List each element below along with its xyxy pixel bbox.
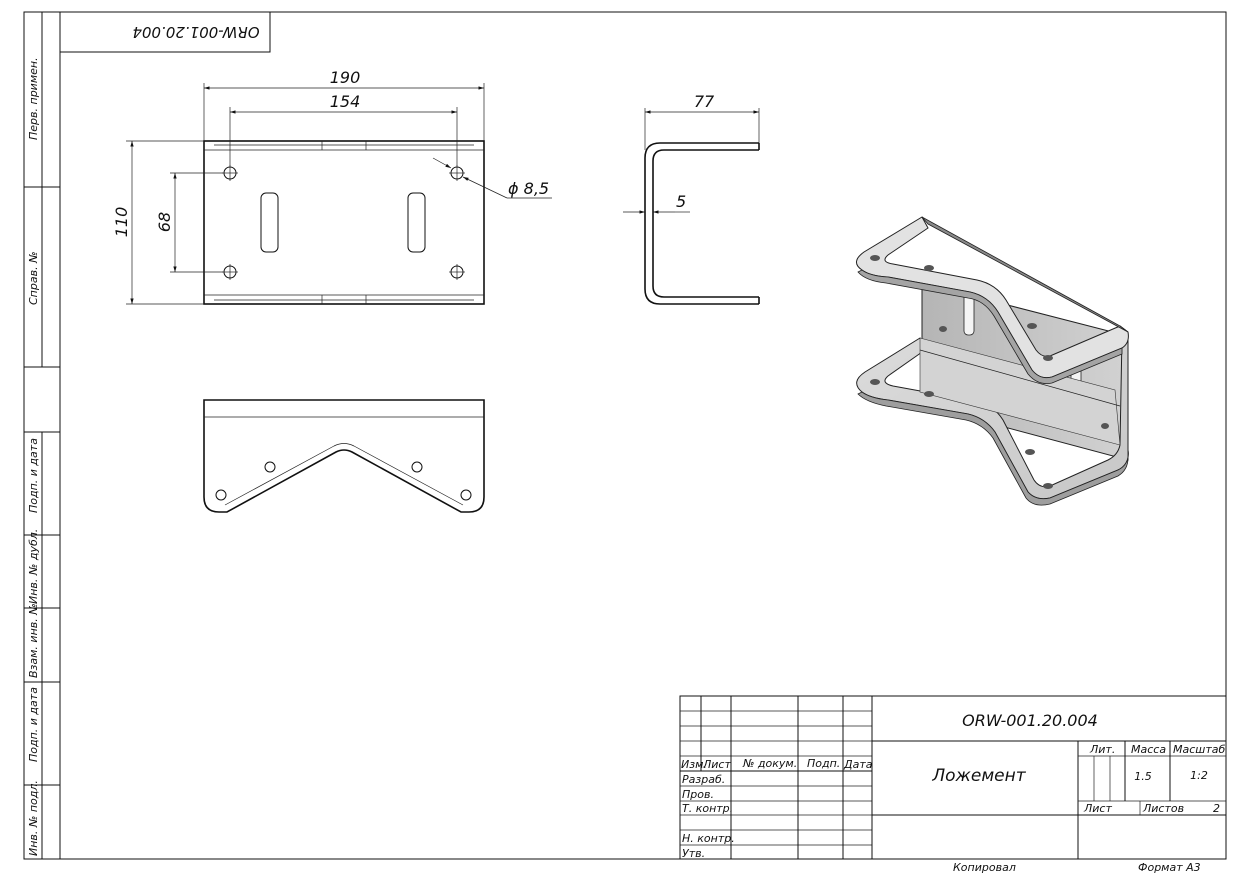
- footer-kopiroval: Копировал: [953, 861, 1016, 874]
- top-view: [203, 399, 485, 513]
- slot-left: [260, 192, 279, 253]
- tb-masshtab-label: Масштаб: [1173, 743, 1225, 756]
- iso-hole-6: [924, 391, 934, 397]
- dim-thickness: 5: [676, 192, 686, 211]
- tb-podp: Подп.: [807, 757, 840, 770]
- title-block: Изм. Лист № докум. Подп. Дата Разраб. Пр…: [679, 695, 1227, 860]
- top-view-hole-1: [215, 489, 227, 501]
- strip-inv-dubl: Инв. № дубл.: [27, 529, 40, 604]
- iso-hole-2: [924, 265, 934, 271]
- strip-podp-data-1: Подп. и дата: [27, 438, 40, 513]
- top-drawing-number: ORW-001.20.004: [132, 23, 259, 41]
- slot-right: [407, 192, 426, 253]
- top-number-box: ORW-001.20.004: [60, 12, 271, 53]
- tb-izm: Изм.: [681, 758, 707, 771]
- strip-vzam-inv: Взам. инв. №: [27, 603, 40, 678]
- iso-hole-4: [1043, 355, 1053, 361]
- tb-lit-label: Лит.: [1089, 743, 1115, 756]
- tb-utv: Утв.: [682, 847, 705, 860]
- tb-razrab: Разраб.: [682, 773, 725, 786]
- outer-frame: [23, 11, 1227, 860]
- tb-drawing-number: ORW-001.20.004: [962, 711, 1098, 730]
- tb-list-label: Лист: [1083, 802, 1112, 815]
- iso-hole-9: [939, 326, 947, 332]
- front-view: 190 154 110 68 ϕ 8,5: [112, 68, 552, 305]
- iso-hole-8: [1043, 483, 1053, 489]
- dim-flange-depth: 77: [694, 92, 715, 111]
- iso-hole-7: [1025, 449, 1035, 455]
- dim-hole-spacing-y: 68: [155, 212, 174, 232]
- tb-list: Лист: [702, 758, 731, 771]
- side-view: 77 5: [623, 92, 760, 305]
- tb-n-kontr: Н. контр.: [682, 832, 735, 845]
- tb-t-kontr: Т. контр.: [682, 802, 733, 815]
- top-view-hole-3: [411, 461, 423, 473]
- strip-podp-data-2: Подп. и дата: [27, 687, 40, 762]
- tb-no-dokum: № докум.: [742, 757, 797, 770]
- iso-hole-3: [1027, 323, 1037, 329]
- top-view-hole-4: [460, 489, 472, 501]
- iso-hole-5: [870, 379, 880, 385]
- iso-hole-1: [870, 255, 880, 261]
- strip-sprav-no: Справ. №: [27, 251, 40, 305]
- iso-hole-10: [1101, 423, 1109, 429]
- dim-height-overall: 110: [112, 207, 131, 238]
- tb-data: Дата: [843, 758, 873, 771]
- strip-perv-primen: Перв. примен.: [27, 57, 40, 140]
- tb-listov-label: Листов: [1142, 802, 1184, 815]
- tb-massa-value: 1.5: [1134, 770, 1152, 783]
- footer-format: Формат А3: [1138, 861, 1201, 874]
- binding-strip: Перв. примен. Справ. № Подп. и дата Инв.…: [24, 12, 60, 859]
- dim-hole-spacing-x: 154: [330, 92, 361, 111]
- isometric-view: [856, 216, 1129, 506]
- tb-masshtab-value: 1:2: [1190, 769, 1208, 782]
- tb-massa-label: Масса: [1131, 743, 1166, 756]
- dim-width-overall: 190: [330, 68, 361, 87]
- tb-prov: Пров.: [682, 788, 714, 801]
- tb-listov-value: 2: [1213, 802, 1220, 815]
- dim-hole-diameter: ϕ 8,5: [508, 179, 549, 198]
- top-view-hole-2: [264, 461, 276, 473]
- strip-inv-podl: Инв. № подл.: [27, 780, 40, 856]
- tb-title: Ложемент: [931, 766, 1026, 786]
- iso-slot-left: [963, 292, 975, 336]
